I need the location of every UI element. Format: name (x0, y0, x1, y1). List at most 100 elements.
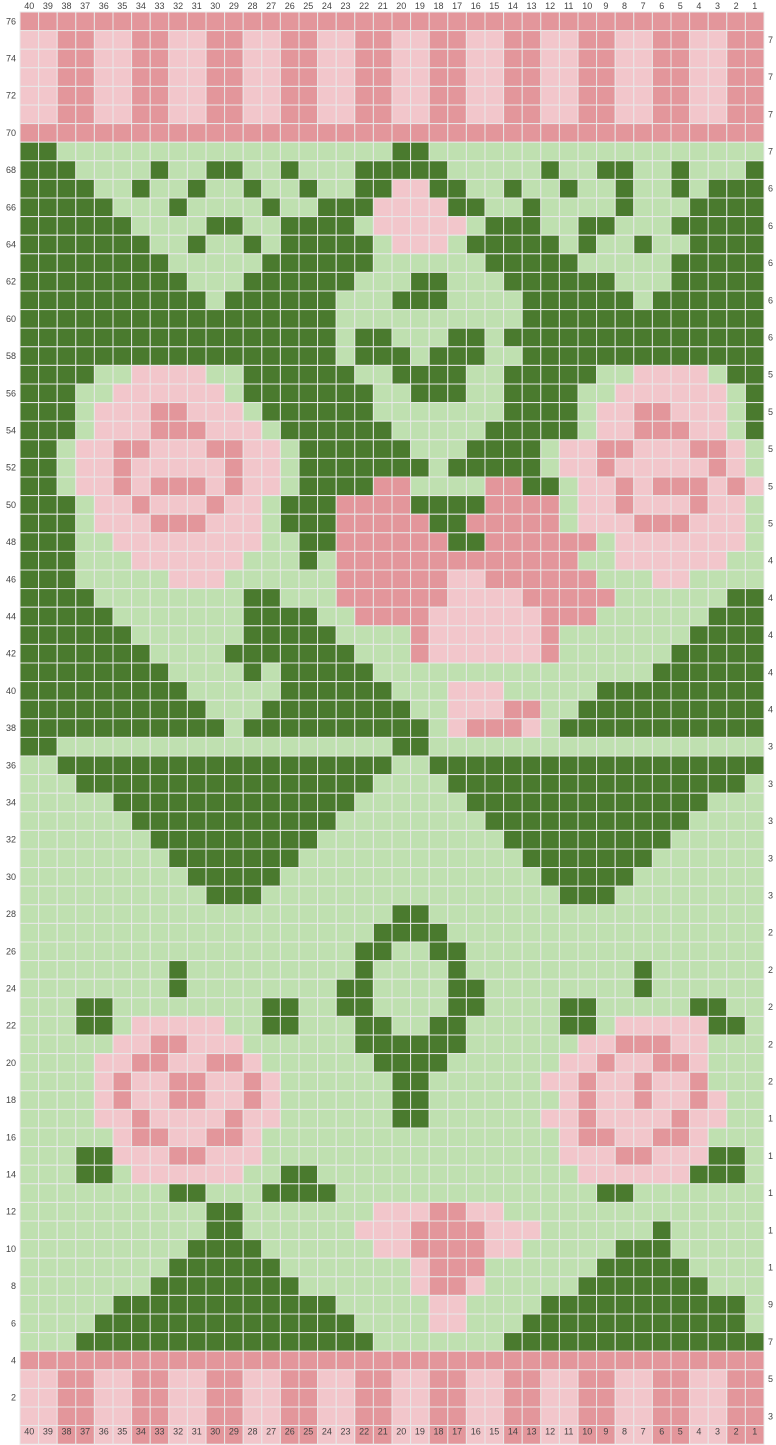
stitch-cell (671, 142, 690, 161)
stitch-cell (150, 756, 169, 775)
column-number-label: 32 (173, 1427, 183, 1437)
stitch-cell (336, 1240, 355, 1259)
stitch-cell (578, 1295, 597, 1314)
stitch-cell (355, 1333, 374, 1352)
stitch-cell (690, 1035, 709, 1054)
stitch-cell (392, 124, 411, 143)
stitch-cell (634, 1072, 653, 1091)
stitch-cell (634, 440, 653, 459)
stitch-cell (373, 328, 392, 347)
stitch-cell (466, 551, 485, 570)
stitch-cell (169, 496, 188, 515)
stitch-cell (485, 179, 504, 198)
stitch-cell (39, 198, 58, 217)
stitch-cell (280, 1147, 299, 1166)
stitch-cell (169, 570, 188, 589)
stitch-cell (57, 1184, 76, 1203)
stitch-cell (206, 142, 225, 161)
stitch-cell (169, 607, 188, 626)
stitch-cell (411, 421, 430, 440)
stitch-cell (634, 1016, 653, 1035)
stitch-cell (745, 998, 764, 1017)
stitch-cell (541, 12, 560, 31)
stitch-cell (411, 198, 430, 217)
row-number-label: 44 (6, 612, 16, 622)
stitch-cell (336, 68, 355, 87)
stitch-cell (94, 663, 113, 682)
stitch-cell (243, 1147, 262, 1166)
stitch-cell (169, 477, 188, 496)
stitch-cell (597, 589, 616, 608)
stitch-cell (634, 272, 653, 291)
stitch-cell (206, 737, 225, 756)
column-number-label: 4 (696, 1, 701, 11)
stitch-cell (597, 1072, 616, 1091)
stitch-cell (243, 198, 262, 217)
row-number-label: 9 (768, 1300, 773, 1310)
stitch-cell (336, 570, 355, 589)
stitch-cell (225, 477, 244, 496)
stitch-cell (318, 1072, 337, 1091)
stitch-cell (671, 570, 690, 589)
stitch-cell (132, 886, 151, 905)
stitch-cell (392, 1370, 411, 1389)
stitch-cell (206, 1221, 225, 1240)
stitch-cell (355, 1295, 374, 1314)
stitch-cell (745, 1147, 764, 1166)
stitch-cell (76, 1091, 95, 1110)
stitch-cell (373, 756, 392, 775)
stitch-cell (150, 1314, 169, 1333)
stitch-cell (652, 737, 671, 756)
column-number-label: 26 (285, 1, 295, 11)
stitch-cell (615, 589, 634, 608)
column-number-label: 21 (378, 1427, 388, 1437)
stitch-cell (615, 310, 634, 329)
stitch-cell (113, 105, 132, 124)
stitch-cell (466, 719, 485, 738)
stitch-cell (745, 1370, 764, 1389)
stitch-cell (318, 1054, 337, 1073)
stitch-cell (727, 1407, 746, 1426)
stitch-cell (187, 942, 206, 961)
stitch-cell (94, 31, 113, 50)
stitch-cell (485, 1184, 504, 1203)
stitch-cell (411, 551, 430, 570)
stitch-cell (559, 1016, 578, 1035)
stitch-cell (522, 700, 541, 719)
stitch-cell (708, 31, 727, 50)
stitch-cell (578, 1072, 597, 1091)
stitch-cell (262, 384, 281, 403)
row-number-label: 52 (6, 463, 16, 473)
stitch-cell (652, 1128, 671, 1147)
stitch-cell (262, 440, 281, 459)
stitch-cell (20, 942, 39, 961)
stitch-cell (466, 235, 485, 254)
stitch-cell (429, 347, 448, 366)
stitch-cell (76, 793, 95, 812)
stitch-cell (671, 291, 690, 310)
stitch-cell (113, 328, 132, 347)
stitch-cell (150, 1277, 169, 1296)
stitch-cell (94, 756, 113, 775)
column-number-label: 2 (734, 1, 739, 11)
stitch-cell (690, 737, 709, 756)
stitch-cell (559, 421, 578, 440)
stitch-cell (411, 86, 430, 105)
stitch-cell (392, 1016, 411, 1035)
stitch-cell (262, 179, 281, 198)
stitch-cell (113, 291, 132, 310)
stitch-cell (392, 793, 411, 812)
stitch-cell (280, 849, 299, 868)
stitch-cell (57, 403, 76, 422)
stitch-cell (559, 1388, 578, 1407)
stitch-cell (559, 217, 578, 236)
stitch-cell (541, 1091, 560, 1110)
stitch-cell (373, 496, 392, 515)
stitch-cell (597, 812, 616, 831)
stitch-cell (113, 198, 132, 217)
stitch-cell (243, 570, 262, 589)
stitch-cell (522, 1202, 541, 1221)
stitch-cell (559, 1295, 578, 1314)
stitch-cell (597, 905, 616, 924)
stitch-cell (392, 1221, 411, 1240)
